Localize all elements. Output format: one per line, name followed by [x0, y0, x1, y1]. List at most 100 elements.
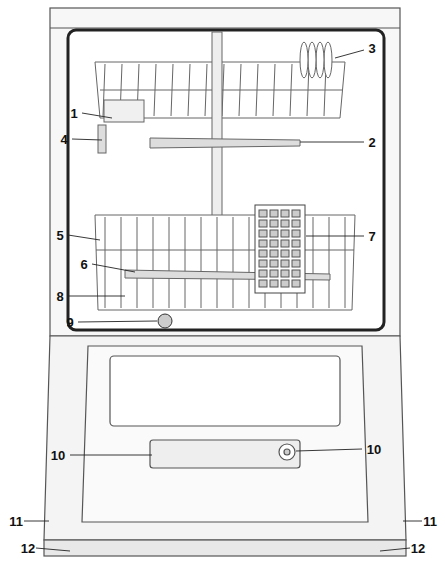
callout-number: 1: [70, 107, 77, 120]
basket-cell: [281, 280, 289, 287]
basket-cell: [270, 260, 278, 267]
callout-number: 12: [21, 542, 35, 555]
basket-cell: [292, 240, 300, 247]
leader-line: [300, 142, 364, 143]
rack-wire: [201, 217, 202, 308]
basket-cell: [281, 240, 289, 247]
cabinet: [50, 8, 400, 336]
leader-lines: [24, 50, 422, 551]
basket-cell: [292, 280, 300, 287]
rack-wire: [217, 217, 218, 308]
leader-line: [380, 548, 410, 551]
tub-seal: [68, 30, 384, 330]
leader-line: [68, 235, 100, 240]
callout-number: 11: [9, 515, 23, 528]
leader-line: [403, 521, 422, 522]
callout-number: 9: [66, 316, 73, 329]
basket-cell: [292, 230, 300, 237]
leader-line: [36, 548, 70, 551]
cutlery-basket: [255, 205, 305, 293]
door-inner-panel: [82, 346, 368, 522]
basket-cell: [259, 230, 267, 237]
basket-cell: [270, 220, 278, 227]
basket-cell: [259, 240, 267, 247]
door-outer: [44, 336, 406, 540]
callout-number: 5: [56, 229, 63, 242]
rack-wire: [105, 217, 106, 308]
plate: [316, 42, 324, 78]
rack-wire: [233, 217, 234, 308]
callout-number: 8: [56, 290, 63, 303]
basket-cell: [281, 230, 289, 237]
basket-cell: [281, 250, 289, 257]
leader-line: [78, 321, 157, 322]
callout-number: 2: [368, 136, 375, 149]
basket-cell: [259, 260, 267, 267]
callout-number: 7: [368, 230, 375, 243]
rack-wire: [153, 217, 154, 308]
rack-wire: [121, 217, 122, 308]
leader-line: [296, 449, 362, 451]
basket-cell: [259, 280, 267, 287]
upper-spray-arm: [150, 138, 300, 148]
plinth: [44, 540, 406, 556]
racks: [95, 32, 355, 328]
basket-cell: [292, 260, 300, 267]
rack-wire: [169, 217, 170, 308]
rinse-aid-cap: [279, 444, 295, 460]
basket-cell: [259, 250, 267, 257]
door-recess: [110, 356, 340, 426]
lower-basket: [95, 215, 355, 310]
basket-cell: [259, 220, 267, 227]
basket-cell: [292, 220, 300, 227]
leader-line: [68, 296, 125, 297]
basket-cell: [292, 270, 300, 277]
basket-cell: [281, 220, 289, 227]
rack-wire: [185, 217, 186, 308]
basket-cell: [270, 250, 278, 257]
basket-cell: [270, 210, 278, 217]
rack-wire: [96, 250, 354, 251]
callout-number: 4: [60, 133, 67, 146]
cabinet-top-edge: [50, 27, 400, 28]
rack-wire: [345, 217, 346, 308]
callout-number: 11: [423, 515, 437, 528]
callout-number: 10: [51, 449, 65, 462]
detergent-dispenser: [150, 440, 300, 468]
door: [44, 336, 406, 556]
rack-wire: [137, 217, 138, 308]
basket-cell: [270, 280, 278, 287]
callout-number: 12: [411, 542, 425, 555]
basket-cell: [292, 210, 300, 217]
basket-cell: [270, 270, 278, 277]
rack-runner: [98, 125, 106, 153]
filter: [158, 314, 172, 328]
callout-number: 3: [368, 42, 375, 55]
leader-line: [92, 264, 135, 272]
plate: [324, 42, 332, 78]
leader-line: [335, 50, 364, 58]
rinse-aid-cap-center: [284, 449, 290, 455]
callout-number: 10: [367, 443, 381, 456]
basket-cell: [270, 230, 278, 237]
basket-cell: [281, 270, 289, 277]
leader-line: [82, 113, 112, 118]
basket-cell: [281, 210, 289, 217]
basket-cell: [270, 240, 278, 247]
basket-cell: [259, 210, 267, 217]
callout-number: 6: [80, 258, 87, 271]
rack-wire: [313, 217, 314, 308]
cup-shelf: [104, 100, 144, 122]
spray-tube: [212, 32, 222, 222]
rack-wire: [249, 217, 250, 308]
plate: [300, 42, 308, 78]
leader-line: [24, 521, 49, 522]
rack-wire: [329, 217, 330, 308]
leader-line: [72, 139, 102, 140]
basket-cell: [292, 250, 300, 257]
leader-line: [70, 455, 152, 456]
cabinet-body: [50, 8, 400, 336]
plate: [308, 42, 316, 78]
